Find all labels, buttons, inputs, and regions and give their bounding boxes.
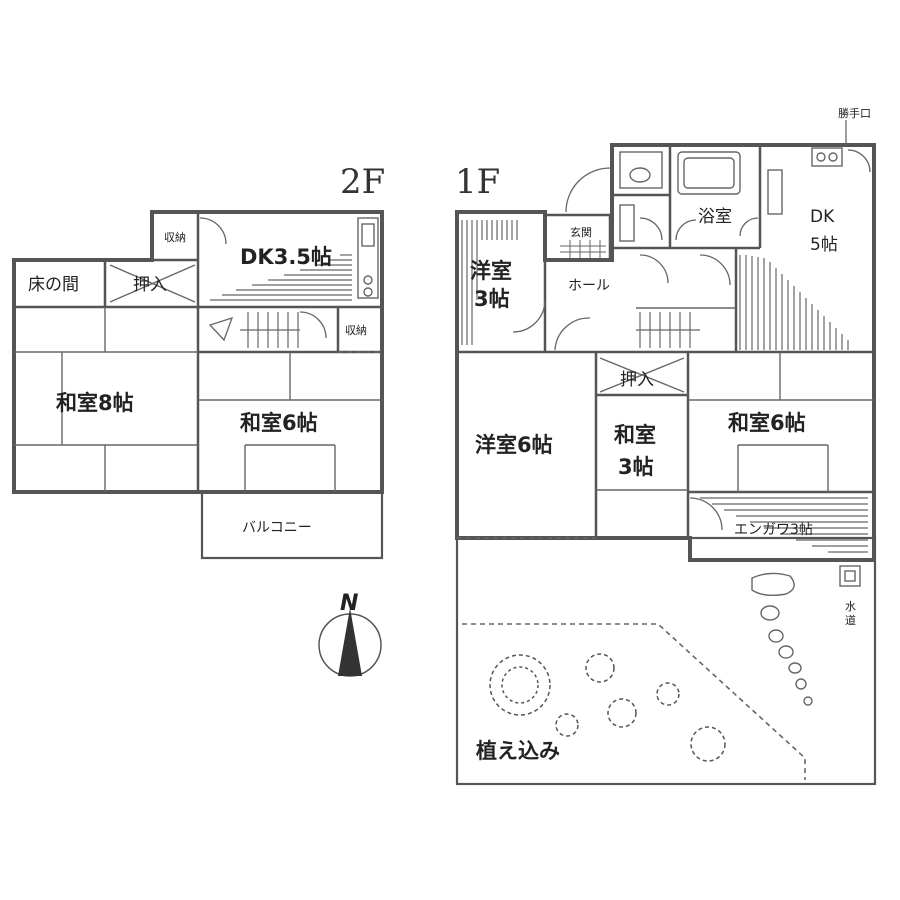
room-label-balcony: バルコニー (242, 520, 312, 536)
room-label-washitsu-3-line2: 3帖 (618, 455, 654, 479)
floor-label-2f: 2F (340, 162, 385, 202)
shrub-icon (489, 654, 551, 716)
label-suidou-line2: 道 (845, 613, 856, 627)
shrub-icon (607, 698, 637, 728)
shrub-icon (585, 653, 615, 683)
room-label-closet-top: 収納 (164, 231, 186, 244)
first-floor-plan (455, 120, 877, 786)
room-label-engawa: エンガワ3帖 (734, 522, 813, 538)
shrub-icon (656, 682, 680, 706)
second-floor-plan (12, 210, 384, 560)
label-suidou-line1: 水 (845, 600, 856, 613)
room-label-closet-side: 収納 (345, 324, 367, 337)
room-label-washitsu-3-line1: 和室 (614, 423, 656, 447)
room-label-genkan: 玄関 (570, 225, 592, 239)
room-label-dk-1f-line2: 5帖 (810, 235, 838, 255)
room-label-oshiire-1f: 押入 (620, 370, 654, 390)
room-label-dk-2f: DK3.5帖 (240, 245, 332, 269)
room-label-dk-1f-line1: DK (810, 207, 835, 227)
area-label-garden: 植え込み (476, 739, 560, 763)
room-label-washitsu-6-1f: 和室6帖 (728, 411, 806, 435)
room-label-youshitsu-6: 洋室6帖 (475, 433, 553, 457)
room-label-youshitsu-3-line2: 3帖 (474, 287, 510, 311)
shrub-icon (690, 726, 726, 762)
room-label-oshiire-2f: 押入 (133, 275, 167, 295)
room-label-tokonoma: 床の間 (28, 275, 79, 295)
compass-icon (318, 608, 382, 677)
label-katteguchi: 勝手口 (838, 106, 871, 120)
shrub-icon (555, 713, 579, 737)
room-label-hall: ホール (568, 278, 610, 294)
room-label-youshitsu-3-line1: 洋室 (470, 259, 512, 283)
room-label-washitsu-6-2f: 和室6帖 (240, 411, 318, 435)
floor-label-1f: 1F (455, 162, 500, 202)
room-label-bath: 浴室 (698, 207, 732, 227)
compass-north-label: N (340, 591, 358, 616)
room-label-washitsu-8: 和室8帖 (56, 391, 134, 415)
